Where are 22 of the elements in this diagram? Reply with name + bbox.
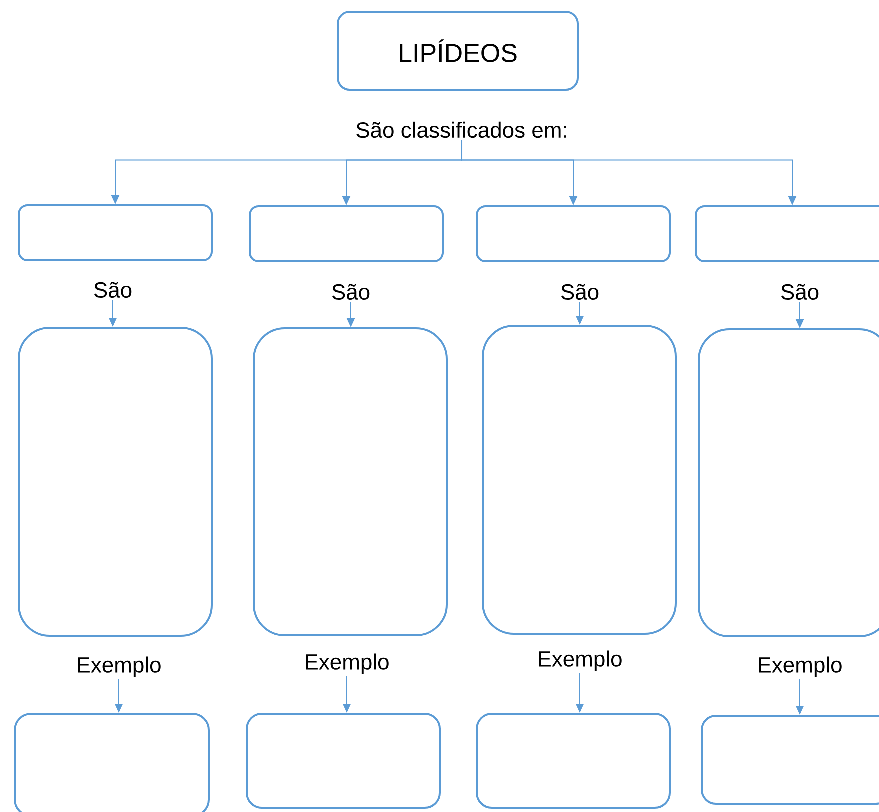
answer-box	[701, 715, 879, 805]
link-word: São	[561, 284, 599, 300]
answer-box	[482, 325, 677, 635]
answer-box	[18, 327, 213, 637]
answer-box	[246, 713, 441, 809]
answer-box	[18, 204, 213, 262]
title-box: LIPÍDEOS	[337, 11, 579, 91]
link-word: Exemplo	[759, 656, 842, 678]
link-word: São	[332, 284, 370, 300]
answer-box	[476, 206, 671, 262]
answer-box	[695, 206, 879, 262]
link-word: Exemplo	[539, 650, 622, 672]
answer-box	[476, 713, 671, 809]
answer-box	[14, 713, 210, 812]
link-word: Exemplo	[78, 656, 161, 678]
answer-box	[698, 328, 879, 638]
heading-text: São classificados em:	[356, 122, 566, 138]
answer-box	[249, 206, 444, 262]
link-word: Exemplo	[306, 654, 389, 674]
answer-box	[253, 328, 448, 636]
link-word: São	[94, 282, 132, 298]
link-word: São	[781, 284, 819, 300]
